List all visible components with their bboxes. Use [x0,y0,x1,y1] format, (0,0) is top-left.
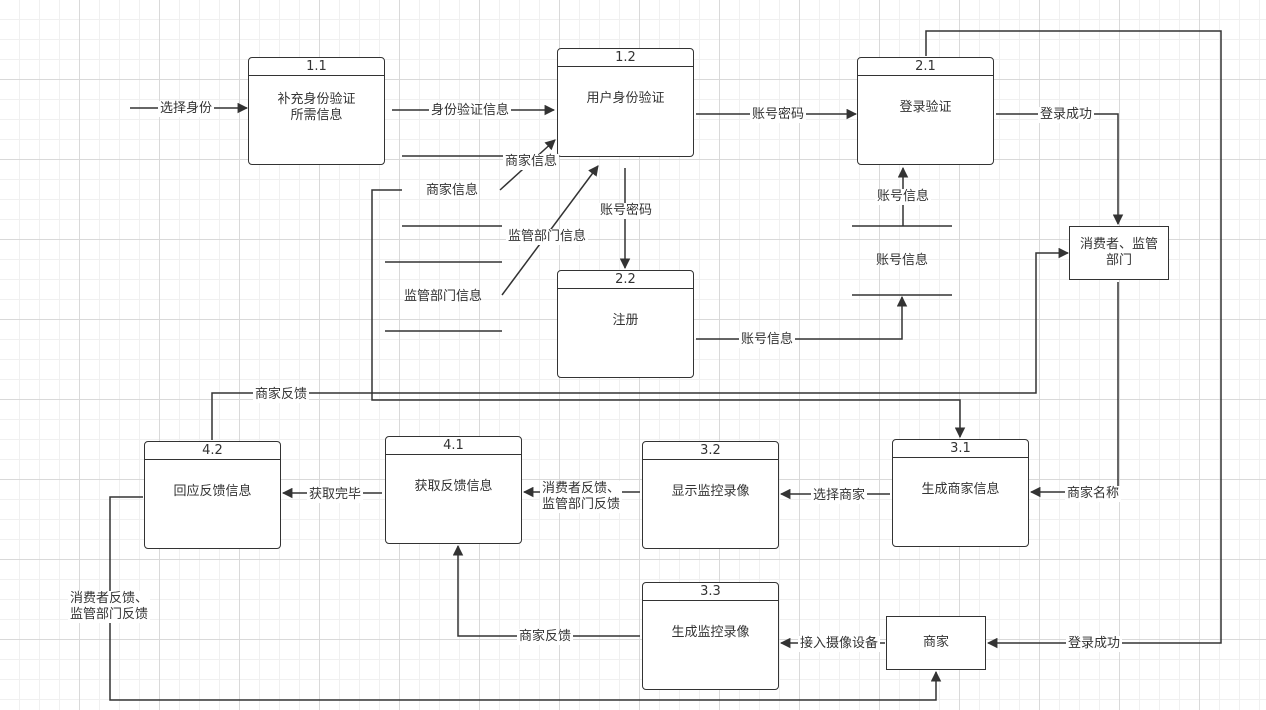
label-account-info-up: 账号信息 [875,189,932,205]
label-account-password-2: 账号密码 [598,203,655,219]
label-login-success-1: 登录成功 [1038,107,1095,123]
label-merchant-info: 商家信息 [503,154,560,170]
label-identity-info: 身份验证信息 [429,103,512,119]
process-name: 生成商家信息 [921,481,1000,497]
process-number: 3.2 [643,442,778,460]
process-number: 2.1 [858,58,993,76]
store-account-info: 账号信息 [876,253,929,268]
process-number: 1.1 [249,58,384,76]
label-login-success-2: 登录成功 [1066,636,1123,652]
flow-merchant-name [1029,282,1119,498]
process-3-1[interactable]: 3.1 生成商家信息 [892,439,1029,547]
flow-merchant-store-to-31 [371,189,966,439]
process-name: 注册 [612,312,639,328]
store-supervision-info: 监管部门信息 [404,289,483,304]
process-number: 4.2 [145,442,280,460]
label-camera: 接入摄像设备 [798,636,881,652]
process-1-1[interactable]: 1.1 补充身份验证 所需信息 [248,57,385,165]
label-merchant-feedback-top: 商家反馈 [253,387,310,403]
process-name: 生成监控录像 [671,624,750,640]
label-select-identity: 选择身份 [158,101,215,117]
process-4-1[interactable]: 4.1 获取反馈信息 [385,436,522,544]
label-account-info-reg: 账号信息 [739,332,796,348]
flow-merchant-feedback-top [211,247,1070,440]
process-name: 补充身份验证 所需信息 [277,91,356,123]
process-number: 3.3 [643,583,778,601]
process-4-2[interactable]: 4.2 回应反馈信息 [144,441,281,549]
flow-consumer-feedback-left [109,496,942,701]
label-supervision-info: 监管部门信息 [506,229,589,245]
process-3-3[interactable]: 3.3 生成监控录像 [642,582,779,690]
label-fetch-done: 获取完毕 [307,487,364,503]
label-merchant-name: 商家名称 [1065,486,1122,502]
entity-merchant[interactable]: 商家 [886,616,986,670]
flow-account-info-reg [696,295,908,340]
label-account-password-1: 账号密码 [750,107,807,123]
flow-merchant-feedback-bottom [452,544,640,637]
process-name: 用户身份验证 [586,91,665,106]
process-name: 显示监控录像 [671,483,750,499]
store-merchant-info: 商家信息 [426,183,479,198]
process-3-2[interactable]: 3.2 显示监控录像 [642,441,779,549]
label-select-merchant: 选择商家 [811,488,868,504]
flow-login-success-1 [996,113,1124,226]
process-name: 登录验证 [899,99,952,115]
process-2-1[interactable]: 2.1 登录验证 [857,57,994,165]
entity-consumer-supervision[interactable]: 消费者、监管 部门 [1069,226,1169,280]
process-1-2[interactable]: 1.2 用户身份验证 [557,48,694,157]
process-number: 1.2 [558,49,693,67]
process-2-2[interactable]: 2.2 注册 [557,270,694,378]
process-number: 3.1 [893,440,1028,458]
label-merchant-feedback-bottom: 商家反馈 [517,629,574,645]
process-name: 回应反馈信息 [173,483,252,499]
process-name: 获取反馈信息 [414,478,493,494]
process-number: 2.2 [558,271,693,289]
label-consumer-feedback-left: 消费者反馈、 监管部门反馈 [68,591,151,623]
label-consumer-feedback-mid: 消费者反馈、 监管部门反馈 [540,481,623,513]
flow-login-success-2 [925,30,1222,649]
process-number: 4.1 [386,437,521,455]
